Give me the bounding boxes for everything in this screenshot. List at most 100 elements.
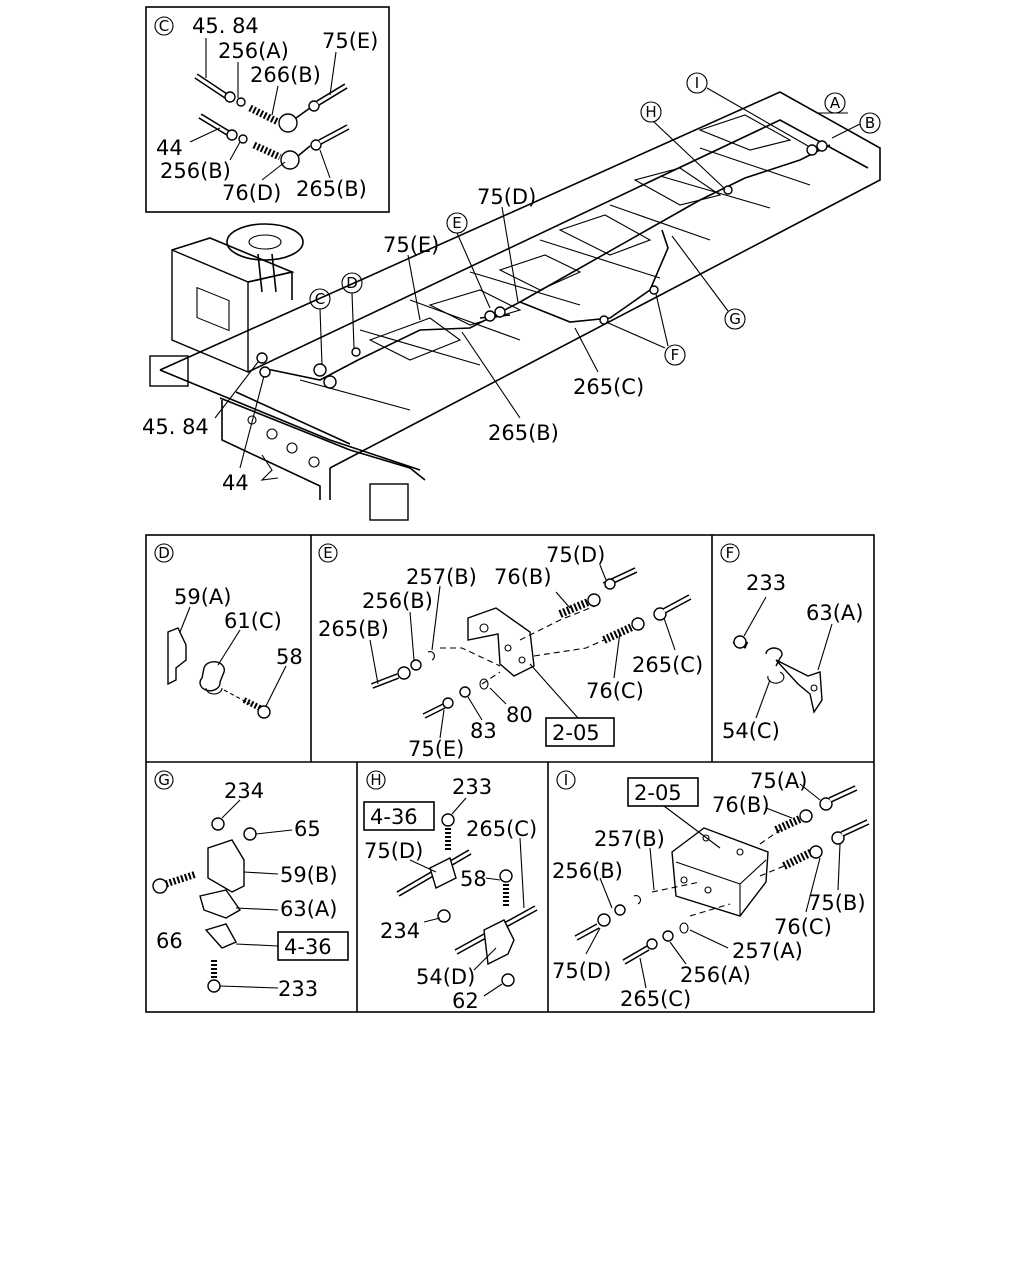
c-label-45-84: 45. 84 (192, 14, 259, 38)
g-label-65: 65 (294, 817, 321, 841)
detail-c-tag: C (159, 17, 169, 35)
detail-h-tag: H (370, 771, 381, 789)
cab-block (171, 248, 249, 374)
svg-text:C: C (315, 290, 325, 308)
h-label-62: 62 (452, 989, 479, 1013)
fitting-c1-icon (224, 91, 236, 103)
clip-75d-h-icon (429, 857, 457, 889)
union-76d-icon (280, 150, 300, 170)
h-label-265c: 265(C) (466, 817, 537, 841)
clip-61c-icon (199, 661, 226, 692)
detail-i-panel: I 2-05 (552, 769, 870, 1011)
e-label-265c: 265(C) (632, 653, 703, 677)
nut-65-icon (243, 827, 257, 841)
e-label-257b: 257(B) (406, 565, 477, 589)
bolt-233-f-icon (733, 635, 747, 649)
e-label-256b: 256(B) (362, 589, 433, 613)
h-label-58: 58 (460, 867, 487, 891)
c-label-44: 44 (156, 136, 183, 160)
main-label-75e: 75(E) (383, 233, 439, 257)
i-label-257a: 257(A) (732, 939, 803, 963)
bracket-63a-icon (775, 659, 823, 714)
e-label-75e: 75(E) (408, 737, 464, 761)
callout-d: D (341, 272, 363, 349)
detail-f-panel: F 233 63(A) 54(C) (720, 543, 863, 743)
main-label-44: 44 (222, 471, 249, 495)
callout-i: I (686, 72, 809, 147)
f-label-233: 233 (746, 571, 786, 595)
frame-rail-outer (159, 91, 881, 469)
bracket-63a-g-icon (199, 889, 242, 919)
h-label-234: 234 (380, 919, 420, 943)
detail-h-panel: H 4-36 233 265(C) 75(D) 58 234 54(D) 62 (363, 770, 538, 1013)
clip-59a-icon (167, 627, 187, 686)
e-label-265b: 265(B) (318, 617, 389, 641)
e-label-76b: 76(B) (494, 565, 552, 589)
nut-234-h-icon (437, 909, 451, 923)
detail-c-panel: C 45. 84 256(A) 266(B) 75(E) (145, 6, 390, 213)
main-label-265c: 265(C) (573, 375, 644, 399)
svg-text:B: B (865, 114, 875, 132)
svg-text:F: F (671, 346, 680, 364)
bracket-2-05-icon (467, 607, 535, 677)
nut-234-g-icon (211, 817, 225, 831)
c-label-75e: 75(E) (322, 29, 378, 53)
e-label-80: 80 (506, 703, 533, 727)
bolt-66-icon (152, 878, 168, 894)
e-label-83: 83 (470, 719, 497, 743)
g-ref-4-36: 4-36 (284, 935, 332, 959)
h-label-75d: 75(D) (364, 839, 423, 863)
ref-box-2-05-i (627, 777, 699, 807)
callout-c: C (309, 288, 331, 366)
g-label-234: 234 (224, 779, 264, 803)
g-label-63a: 63(A) (280, 897, 337, 921)
detail-f-tag: F (726, 544, 735, 562)
g-label-59b: 59(B) (280, 863, 338, 887)
union-266b-icon (278, 113, 298, 133)
bolt-58-h-icon (499, 869, 513, 883)
svg-text:I: I (695, 74, 699, 92)
g-label-233: 233 (278, 977, 318, 1001)
i-label-256b: 256(B) (552, 859, 623, 883)
svg-text:E: E (452, 214, 461, 232)
callout-e: E (446, 212, 491, 309)
detail-i-tag: I (564, 771, 568, 789)
main-label-75d: 75(D) (477, 185, 536, 209)
i-label-75a: 75(A) (750, 769, 807, 793)
main-chassis-view: A B C D E F G (142, 72, 881, 521)
detail-e-tag: E (323, 544, 332, 562)
i-label-76b: 76(B) (712, 793, 770, 817)
i-label-256a: 256(A) (680, 963, 751, 987)
detail-grid-frame (145, 534, 875, 1013)
c-label-265b: 265(B) (296, 177, 367, 201)
i-ref-2-05: 2-05 (634, 781, 682, 805)
i-label-257b: 257(B) (594, 827, 665, 851)
detail-g-tag: G (158, 771, 170, 789)
detail-d-tag: D (158, 544, 170, 562)
i-label-265c: 265(C) (620, 987, 691, 1011)
callout-a: A (818, 92, 848, 114)
clip-59b-icon (207, 839, 245, 893)
bolt-233-h-icon (441, 813, 455, 827)
e-ref-2-05: 2-05 (552, 721, 600, 745)
c-label-256b: 256(B) (160, 159, 231, 183)
f-label-63a: 63(A) (806, 601, 863, 625)
detail-d-panel: D 59(A) 61(C) 58 (154, 543, 303, 719)
bolt-233-g-icon (207, 979, 221, 993)
e-label-76c: 76(C) (586, 679, 644, 703)
bracket-2-05-i-icon (671, 827, 769, 917)
callout-h: H (640, 101, 725, 189)
ref-box-2-05-e (545, 717, 615, 747)
svg-text:D: D (346, 274, 358, 292)
main-label-45-84: 45. 84 (142, 415, 209, 439)
callout-g: G (671, 235, 746, 330)
callout-f: F (605, 293, 686, 366)
d-label-58: 58 (276, 645, 303, 669)
steering-wheel-icon (226, 223, 304, 261)
h-label-233: 233 (452, 775, 492, 799)
i-label-75b: 75(B) (808, 891, 866, 915)
d-label-59a: 59(A) (174, 585, 231, 609)
i-label-75d: 75(D) (552, 959, 611, 983)
c-label-76d: 76(D) (222, 181, 281, 205)
